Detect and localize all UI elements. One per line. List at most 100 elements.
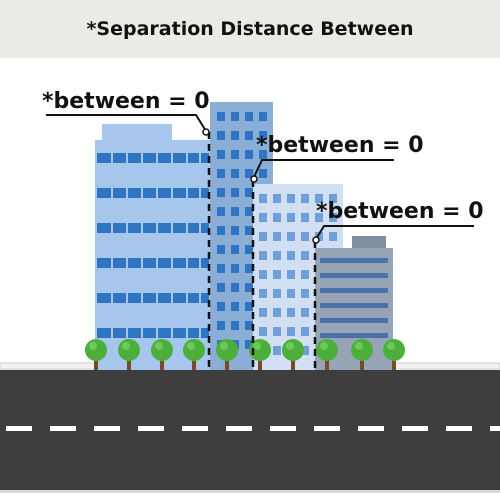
window	[217, 226, 225, 235]
window	[231, 264, 239, 273]
window	[259, 194, 267, 203]
window	[217, 169, 225, 178]
window	[231, 245, 239, 254]
window	[245, 321, 253, 330]
leader-lines	[46, 114, 474, 240]
window	[287, 232, 295, 241]
tree-icon	[383, 339, 405, 370]
window	[259, 112, 267, 121]
window	[259, 150, 267, 159]
window	[245, 302, 253, 311]
window	[259, 213, 267, 222]
window	[301, 232, 309, 241]
tree-icon	[151, 339, 173, 370]
page-title: *Separation Distance Between	[86, 18, 414, 40]
tree-icon	[282, 339, 304, 370]
window	[217, 207, 225, 216]
window	[259, 327, 267, 336]
window	[301, 194, 309, 203]
window	[217, 321, 225, 330]
window	[287, 251, 295, 260]
window	[259, 131, 267, 140]
window	[259, 251, 267, 260]
window	[273, 194, 281, 203]
window	[273, 213, 281, 222]
window	[217, 302, 225, 311]
window	[217, 283, 225, 292]
window	[245, 112, 253, 121]
window	[287, 289, 295, 298]
tree-row	[85, 339, 405, 370]
window	[217, 188, 225, 197]
leader-endpoint-2	[250, 175, 258, 183]
window	[217, 150, 225, 159]
window	[273, 327, 281, 336]
tree-icon	[216, 339, 238, 370]
window	[301, 213, 309, 222]
lane-markings	[6, 426, 500, 431]
window	[301, 270, 309, 279]
window	[245, 188, 253, 197]
window	[231, 169, 239, 178]
window	[287, 308, 295, 317]
tree-icon	[183, 339, 205, 370]
window	[245, 150, 253, 159]
tree-icon	[316, 339, 338, 370]
annotation-label-3: *between = 0	[316, 199, 484, 224]
window	[287, 327, 295, 336]
window	[315, 194, 323, 203]
window	[287, 270, 295, 279]
annotation-label-2: *between = 0	[256, 133, 424, 158]
window	[231, 207, 239, 216]
window	[231, 131, 239, 140]
window	[259, 232, 267, 241]
window	[301, 346, 309, 355]
window	[245, 169, 253, 178]
window	[287, 213, 295, 222]
annotation-label-1: *between = 0	[42, 89, 210, 114]
title-bar: *Separation Distance Between	[0, 0, 500, 58]
window	[273, 251, 281, 260]
window	[231, 302, 239, 311]
window	[287, 194, 295, 203]
window	[273, 270, 281, 279]
window	[315, 213, 323, 222]
window	[329, 213, 337, 222]
window	[329, 194, 337, 203]
window	[217, 264, 225, 273]
window	[231, 150, 239, 159]
window	[301, 289, 309, 298]
window	[217, 112, 225, 121]
window	[259, 270, 267, 279]
tree-icon	[351, 339, 373, 370]
window	[245, 245, 253, 254]
window	[301, 327, 309, 336]
window	[259, 169, 267, 178]
window	[259, 308, 267, 317]
window	[245, 264, 253, 273]
separation-lines	[207, 132, 317, 370]
tree-icon	[118, 339, 140, 370]
leader-endpoints	[202, 128, 320, 244]
window	[245, 131, 253, 140]
window	[231, 112, 239, 121]
tree-icon	[85, 339, 107, 370]
window	[273, 289, 281, 298]
window	[245, 283, 253, 292]
window	[259, 289, 267, 298]
leader-endpoint-3	[312, 236, 320, 244]
window	[273, 308, 281, 317]
window	[217, 245, 225, 254]
window	[231, 283, 239, 292]
leader-line-1	[46, 114, 207, 132]
window	[231, 226, 239, 235]
tree-icon	[249, 339, 271, 370]
window	[301, 251, 309, 260]
window	[245, 226, 253, 235]
window	[231, 321, 239, 330]
window	[273, 346, 281, 355]
window	[217, 131, 225, 140]
road	[0, 362, 500, 493]
